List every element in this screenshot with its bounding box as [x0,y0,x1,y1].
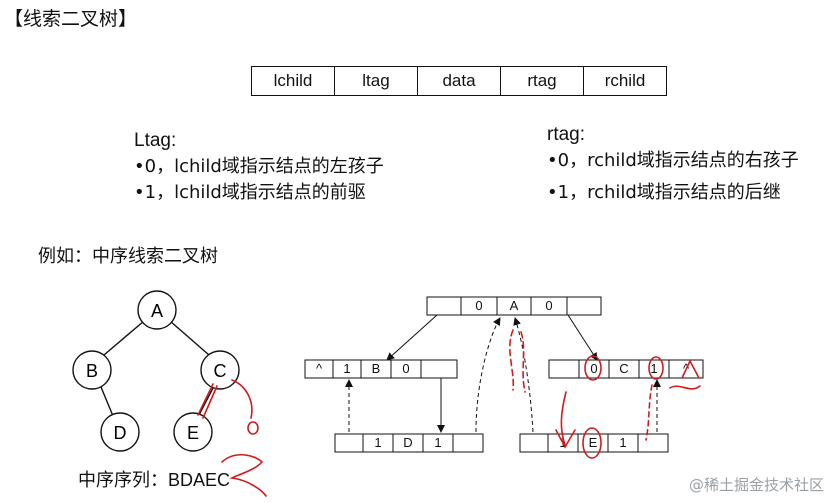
thread-cell [519,433,549,453]
annotation-caret [681,359,700,379]
thread-cell [426,296,462,316]
edge-b-d [100,386,114,417]
thread-cell-value: 0 [402,361,409,376]
field-rtag: rtag [500,66,584,96]
thread-cell-value: E [589,435,598,450]
tree-node-d: D [100,412,140,452]
thread-cell [566,296,602,316]
tree-node-a: A [137,290,177,330]
svg-text:C: C [214,361,227,381]
thread-cell-value: 1 [650,361,657,376]
thread-cell-value: C [619,361,628,376]
annotation-dash-c [645,384,653,441]
thread-cell-value: 1 [343,361,350,376]
svg-text:B: B [86,361,98,381]
rtag-description: rtag: •0，rchild域指示结点的右孩子 •1，rchild域指示结点的… [547,122,799,206]
thread-node-head: 0 A 0 [426,296,602,316]
thread-cell-value: A [510,298,519,313]
annotation-small-loop [247,421,259,435]
thread-cell-value: 0 [590,361,597,376]
svg-text:D: D [114,423,127,443]
annotation-curve [231,379,253,419]
annotation-circle-c-ltag [584,355,602,381]
annotation-dash-b [520,331,526,393]
thread-node-d: 1 D 1 [334,433,484,453]
ltag-line-1: •1，lchild域指示结点的前驱 [134,182,366,203]
pointer-head-to-b [386,314,438,361]
pointer-head-to-c [567,314,598,361]
thread-cell-value: B [372,361,381,376]
sequence-value: BDAEC [168,470,231,490]
thread-cell-value: ^ [316,361,323,376]
thread-cell [548,359,580,379]
field-ltag: ltag [334,66,418,96]
annotation-arrow-shaft [560,391,567,446]
thread-cell [420,359,458,379]
svg-text:A: A [151,301,163,321]
ltag-description: Ltag: •0，lchild域指示结点的左孩子 •1，lchild域指示结点的… [134,128,384,206]
thread-cell-value: 0 [475,298,482,313]
rtag-heading: rtag: [547,124,586,145]
inorder-sequence: 中序序列：BDAEC [78,466,230,492]
thread-cell-value: 1 [619,435,626,450]
svg-text:E: E [187,423,199,443]
handwritten-annotations [197,329,701,497]
child-pointers [386,314,598,433]
tree-edges [100,320,214,417]
thread-node-b: ^ 1 B 0 [304,359,458,379]
annotation-tilde [669,385,701,390]
field-data: data [417,66,501,96]
rtag-line-0: •0，rchild域指示结点的右孩子 [547,150,799,171]
thread-cell-value: 0 [545,298,552,313]
annotation-circle-e [582,427,602,459]
thread-cell-value: 1 [434,435,441,450]
tree-node-b: B [72,350,112,390]
edge-a-c [169,320,210,356]
annotation-strike [197,383,218,419]
node-structure-table: lchild ltag data rtag rchild [251,66,667,96]
annotation-dash-a [509,329,515,391]
thread-cell-value: 1 [374,435,381,450]
thread-cell [334,433,364,453]
ltag-line-0: •0，lchild域指示结点的左孩子 [134,156,384,177]
annotation-scribble [221,454,267,497]
watermark: @稀土掘金技术社区 [688,476,824,494]
thread-e-to-a [513,317,534,433]
field-lchild: lchild [251,66,335,96]
rtag-line-1: •1，rchild域指示结点的后继 [547,182,781,203]
edge-a-b [103,320,145,356]
example-label: 例如：中序线索二叉树 [38,246,218,267]
edge-c-e [198,387,214,416]
annotation-arrow-head [555,429,576,449]
page-title: 【线索二叉树】 [4,8,138,30]
tree-node-c: C [200,350,240,390]
thread-cell [452,433,484,453]
thread-pointers [345,317,661,433]
thread-cell-value: D [403,435,412,450]
tree-node-e: E [173,412,213,452]
annotation-circle-c-rtag [648,356,664,380]
ltag-heading: Ltag: [134,130,177,151]
thread-cell [637,433,669,453]
field-rchild: rchild [583,66,667,96]
thread-d-to-a [475,317,501,433]
sequence-label: 中序序列： [78,470,168,490]
